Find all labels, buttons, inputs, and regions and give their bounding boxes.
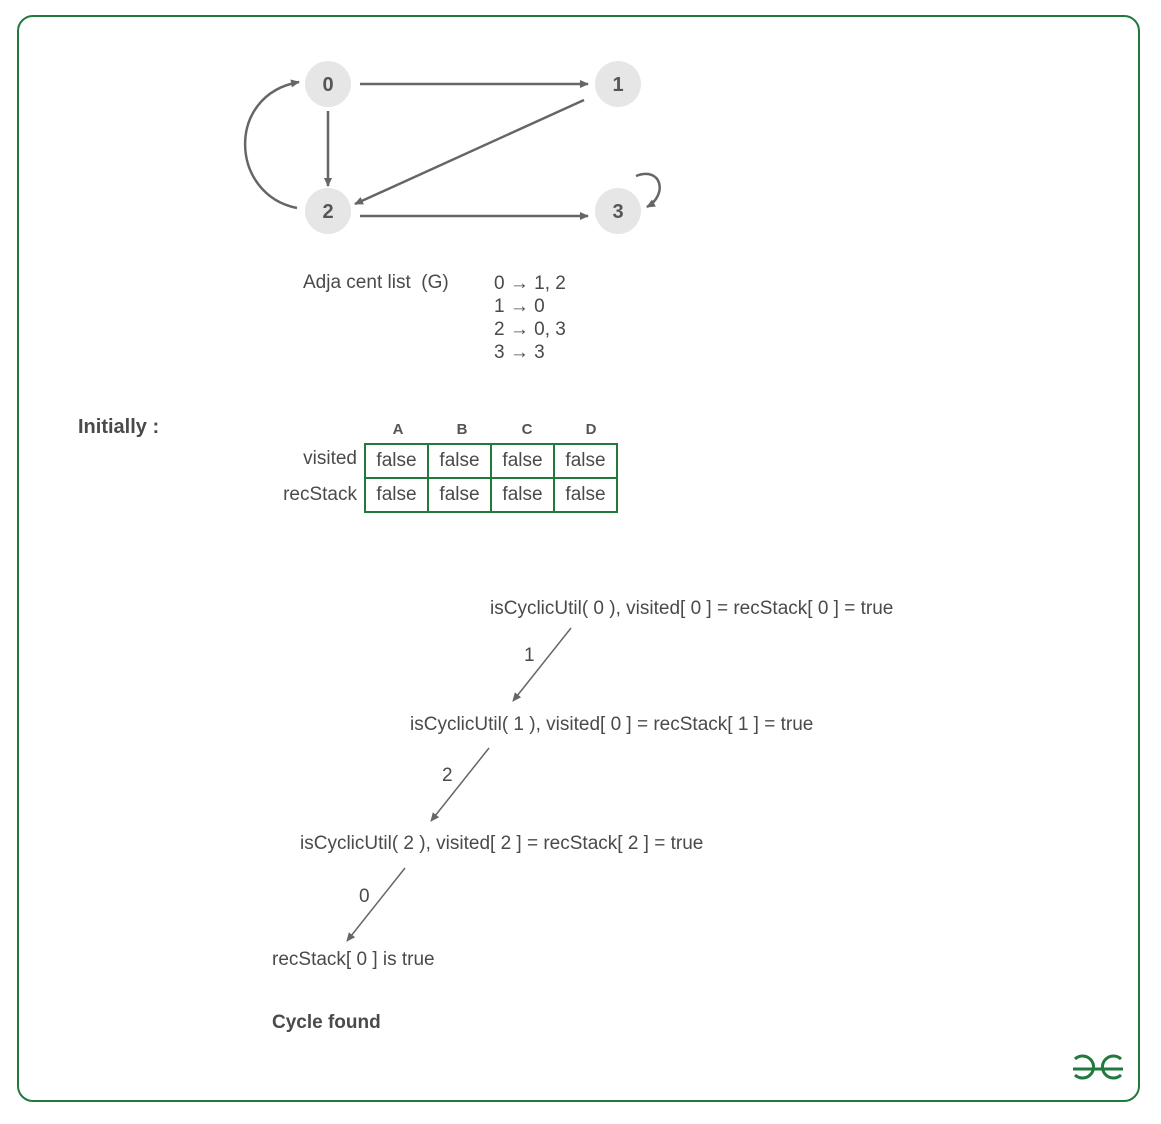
adjacency-list-title: Adja cent list (G) [303, 272, 449, 293]
trace-call-0: isCyclicUtil( 0 ), visited[ 0 ] = recSta… [490, 598, 894, 619]
column-header-d: D [585, 421, 597, 438]
diagram-frame [17, 15, 1140, 1102]
table-row-recstack: false false false false [364, 477, 618, 513]
trace-arrow-1 [512, 627, 572, 702]
gfg-logo-icon [1073, 1054, 1123, 1080]
node-0-label: 0 [322, 74, 333, 96]
adjacency-list: 0 → 1, 2 1 → 0 2 → 0, 3 3 → 3 [494, 272, 566, 364]
table-cell: false [364, 477, 429, 513]
node-2-label: 2 [322, 201, 333, 223]
table-cell: false [427, 443, 492, 479]
trace-call-1: isCyclicUtil( 1 ), visited[ 0 ] = recSta… [410, 714, 814, 735]
row-label-visited: visited [303, 448, 357, 469]
adjacency-line: 2 → 0, 3 [494, 319, 566, 340]
trace-edge-label-3: 0 [359, 886, 370, 907]
cycle-found-label: Cycle found [272, 1012, 381, 1033]
state-table: false false false false false false fals… [364, 443, 618, 513]
table-cell: false [364, 443, 429, 479]
table-cell: false [490, 443, 555, 479]
table-cell: false [553, 443, 618, 479]
row-label-recstack: recStack [283, 484, 357, 505]
edge-1-2 [354, 98, 585, 206]
adjacency-line: 1 → 0 [494, 296, 545, 317]
trace-arrow-2 [430, 747, 490, 822]
node-1: 1 [595, 61, 641, 107]
column-header-a: A [392, 421, 404, 438]
trace-result-line: recStack[ 0 ] is true [272, 949, 435, 970]
trace-edge-label-1: 1 [524, 645, 535, 666]
node-0: 0 [305, 61, 351, 107]
table-row-visited: false false false false [364, 443, 618, 479]
initially-heading: Initially : [78, 416, 160, 438]
edge-3-3 [635, 172, 661, 209]
adjacency-line: 3 → 3 [494, 342, 545, 363]
edge-2-0 [243, 79, 300, 210]
trace-call-2: isCyclicUtil( 2 ), visited[ 2 ] = recSta… [300, 833, 704, 854]
node-1-label: 1 [612, 74, 623, 96]
table-cell: false [427, 477, 492, 513]
node-3-label: 3 [612, 201, 623, 223]
table-cell: false [553, 477, 618, 513]
node-3: 3 [595, 188, 641, 234]
adjacency-line: 0 → 1, 2 [494, 273, 566, 294]
trace-edge-label-2: 2 [442, 765, 453, 786]
column-header-b: B [456, 421, 468, 438]
table-cell: false [490, 477, 555, 513]
node-2: 2 [305, 188, 351, 234]
column-header-c: C [521, 421, 533, 438]
trace-arrow-3 [346, 867, 406, 942]
